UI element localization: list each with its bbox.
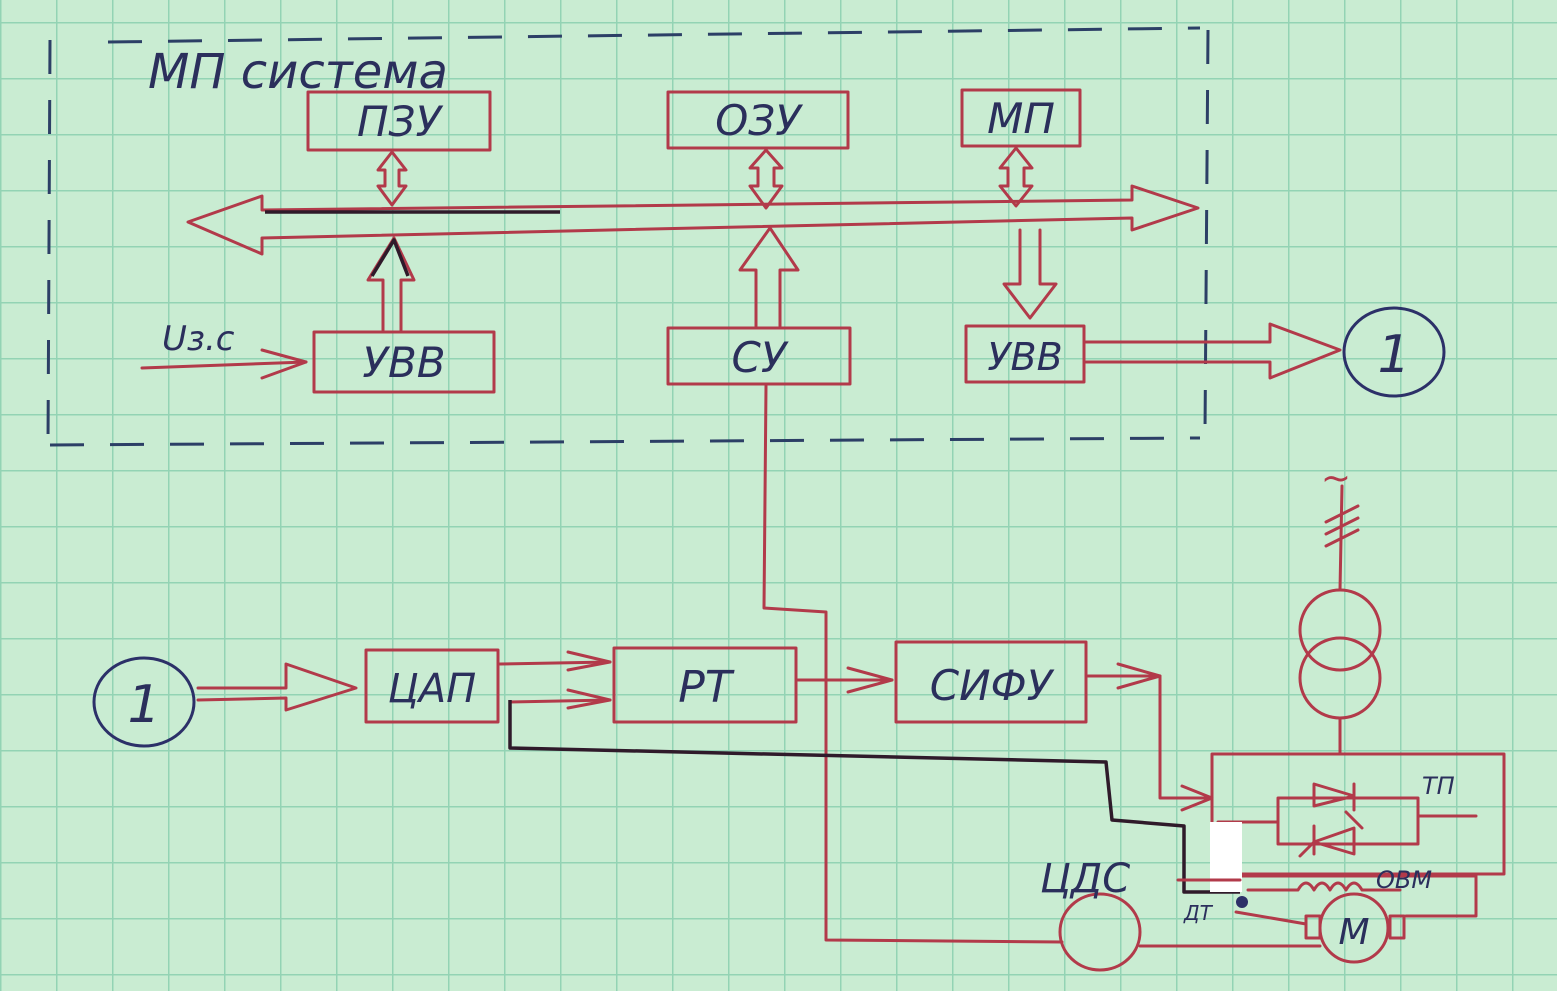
block-tsap-label: ЦАП [388, 666, 477, 712]
motor: М [1234, 892, 1406, 964]
bus-to-uvv-right-arrow [1002, 228, 1058, 320]
block-rt-label: РТ [678, 662, 735, 713]
connector-out: 1 [1342, 306, 1446, 398]
block-uvv-right-label: УВВ [987, 335, 1062, 379]
block-sifu-label: СИФУ [930, 661, 1055, 710]
ac-supply-symbol: ~ [1321, 458, 1351, 499]
block-su: СУ [666, 326, 852, 386]
tsap-to-rt-line-2 [508, 698, 612, 704]
excitation-winding: ОВМ [1238, 866, 1478, 918]
block-mp: МП [960, 88, 1082, 148]
connector-in: 1 [92, 656, 196, 748]
input-signal-arrow [140, 360, 308, 370]
connector-out-label: 1 [1377, 325, 1410, 385]
in-to-tsap-arrow [196, 662, 358, 712]
su-to-bus-arrow [738, 226, 800, 328]
current-feedback-line [508, 700, 1240, 894]
transformer: ~ [1298, 458, 1382, 756]
tsap-to-rt-line-1 [498, 660, 612, 666]
tp-label: ТП [1422, 772, 1455, 800]
block-ozu-label: ОЗУ [715, 96, 803, 145]
ovm-label: ОВМ [1376, 866, 1432, 894]
su-feedback-line [762, 384, 1064, 944]
mp-bus-link [998, 146, 1034, 208]
block-pzu-label: ПЗУ [357, 97, 444, 146]
tachogenerator: ЦДС [1040, 856, 1322, 972]
block-rt: РТ [612, 646, 798, 724]
tsds-label: ЦДС [1040, 856, 1130, 902]
uvv-left-to-bus-arrow [366, 236, 416, 332]
thyristor-converter: ТП [1210, 752, 1506, 876]
block-uvv-right: УВВ [964, 324, 1086, 384]
block-pzu: ПЗУ [306, 90, 492, 152]
block-mp-label: МП [987, 94, 1055, 143]
block-uvv-left-label: УВВ [362, 338, 445, 387]
motor-label: М [1338, 912, 1369, 953]
block-tsap: ЦАП [364, 648, 500, 724]
ozu-bus-link [748, 148, 784, 210]
block-sifu: СИФУ [894, 640, 1088, 724]
dt-label: ДТ [1183, 901, 1214, 925]
connector-in-label: 1 [127, 675, 160, 735]
input-signal-label: Uз.с [162, 319, 235, 359]
current-sensor: ДТ [1176, 822, 1248, 925]
block-uvv-left: УВВ [312, 330, 496, 394]
system-bus [186, 184, 1200, 256]
output-arrow [1084, 322, 1342, 380]
block-su-label: СУ [732, 333, 789, 382]
block-ozu: ОЗУ [666, 90, 850, 150]
pzu-bus-link [376, 150, 408, 207]
sifu-to-tp-line [1086, 674, 1212, 800]
